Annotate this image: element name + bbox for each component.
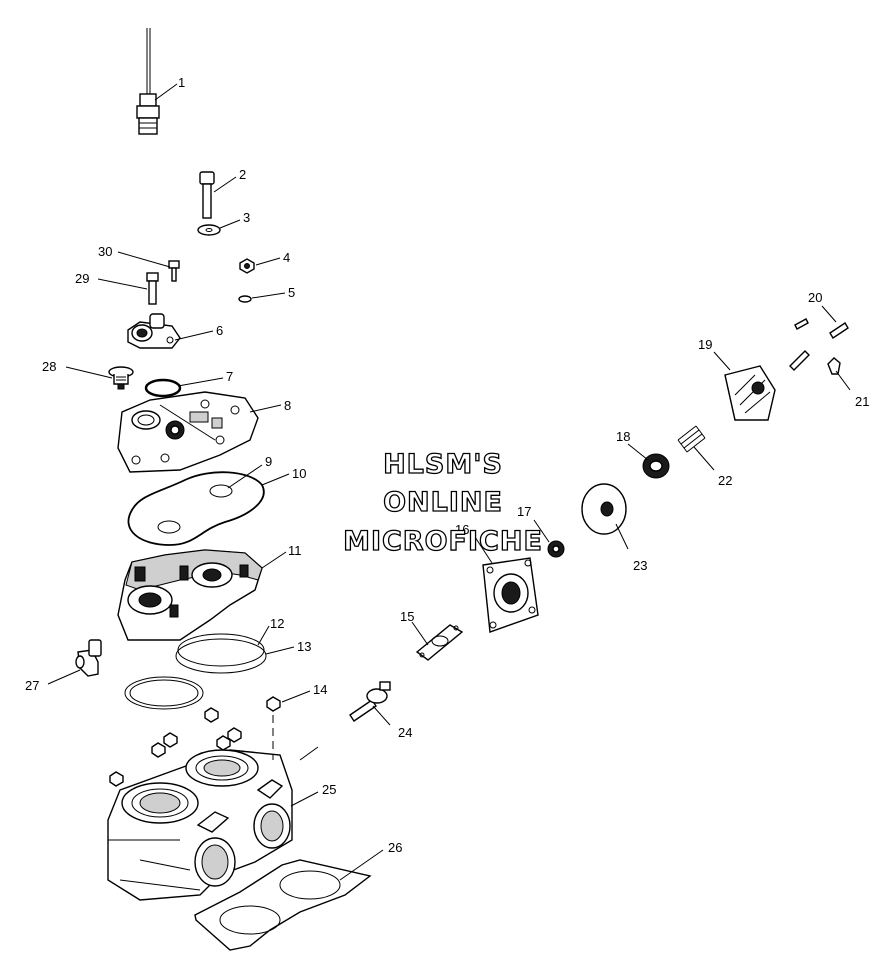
callout-numbers: 1 2 3 4 5 6 7 8 9 10 11 12 13 14 15 16 1… bbox=[25, 75, 869, 855]
part-7-o-ring bbox=[144, 378, 182, 398]
callout-14: 14 bbox=[313, 682, 327, 697]
callout-3: 3 bbox=[243, 210, 250, 225]
callout-5: 5 bbox=[288, 285, 295, 300]
callout-16: 16 bbox=[455, 522, 469, 537]
watermark-line-1: HLSM'S bbox=[383, 449, 503, 480]
callout-26: 26 bbox=[388, 840, 402, 855]
part-5-washer bbox=[238, 295, 252, 303]
part-29-bolt bbox=[146, 272, 159, 305]
callout-4: 4 bbox=[283, 250, 290, 265]
part-14-nuts bbox=[109, 696, 281, 787]
callout-7: 7 bbox=[226, 369, 233, 384]
callout-17: 17 bbox=[517, 504, 531, 519]
callout-25: 25 bbox=[322, 782, 336, 797]
callout-18: 18 bbox=[616, 429, 630, 444]
part-19-valve-cover bbox=[724, 365, 776, 421]
callout-13: 13 bbox=[297, 639, 311, 654]
part-12-o-ring bbox=[177, 633, 265, 667]
part-27-elbow-fitting bbox=[75, 639, 102, 677]
part-18-cap bbox=[642, 453, 670, 479]
callout-10: 10 bbox=[292, 466, 306, 481]
leader-lines bbox=[47, 83, 851, 881]
callout-24: 24 bbox=[398, 725, 412, 740]
callout-1: 1 bbox=[178, 75, 185, 90]
part-20-screws bbox=[789, 318, 849, 371]
callout-21: 21 bbox=[855, 394, 869, 409]
part-cylinder-gasket bbox=[124, 676, 204, 710]
callout-27: 27 bbox=[25, 678, 39, 693]
part-24-plunger bbox=[349, 681, 391, 722]
callout-2: 2 bbox=[239, 167, 246, 182]
part-2-bolt bbox=[199, 171, 215, 219]
callout-11: 11 bbox=[288, 543, 302, 558]
callout-8: 8 bbox=[284, 398, 291, 413]
part-13-o-ring bbox=[175, 638, 267, 674]
part-15-gasket bbox=[415, 624, 464, 661]
part-26-base-gasket bbox=[194, 859, 372, 951]
callout-30: 30 bbox=[98, 244, 112, 259]
callout-6: 6 bbox=[216, 323, 223, 338]
part-11-cylinder-head bbox=[117, 549, 263, 641]
callout-28: 28 bbox=[42, 359, 56, 374]
callout-12: 12 bbox=[270, 616, 284, 631]
part-8-head-cover bbox=[117, 391, 259, 473]
callout-15: 15 bbox=[400, 609, 414, 624]
part-21-screw bbox=[827, 357, 841, 375]
part-30-screw bbox=[168, 260, 180, 282]
part-9-o-ring bbox=[157, 484, 233, 534]
callout-19: 19 bbox=[698, 337, 712, 352]
part-6-thermostat-housing bbox=[127, 313, 181, 349]
part-17-seal bbox=[547, 540, 565, 558]
assembly-guide-lines bbox=[272, 715, 319, 761]
part-22-spring bbox=[677, 425, 706, 453]
callout-9: 9 bbox=[265, 454, 272, 469]
part-25-cylinder-block bbox=[107, 749, 293, 901]
part-3-washer bbox=[197, 224, 221, 236]
part-4-nut bbox=[239, 258, 255, 274]
part-28-thermostat bbox=[108, 366, 134, 390]
part-1-temp-sensor bbox=[136, 28, 160, 135]
callout-29: 29 bbox=[75, 271, 89, 286]
part-10-gasket bbox=[127, 471, 265, 546]
watermark-line-2: ONLINE bbox=[383, 487, 503, 518]
callout-23: 23 bbox=[633, 558, 647, 573]
part-16-valve-housing bbox=[482, 557, 539, 633]
callout-20: 20 bbox=[808, 290, 822, 305]
callout-22: 22 bbox=[718, 473, 732, 488]
watermark-line-3: MICROFICHE bbox=[343, 526, 543, 557]
watermark: HLSM'S ONLINE MICROFICHE bbox=[342, 448, 543, 557]
part-23-diaphragm bbox=[581, 483, 627, 535]
